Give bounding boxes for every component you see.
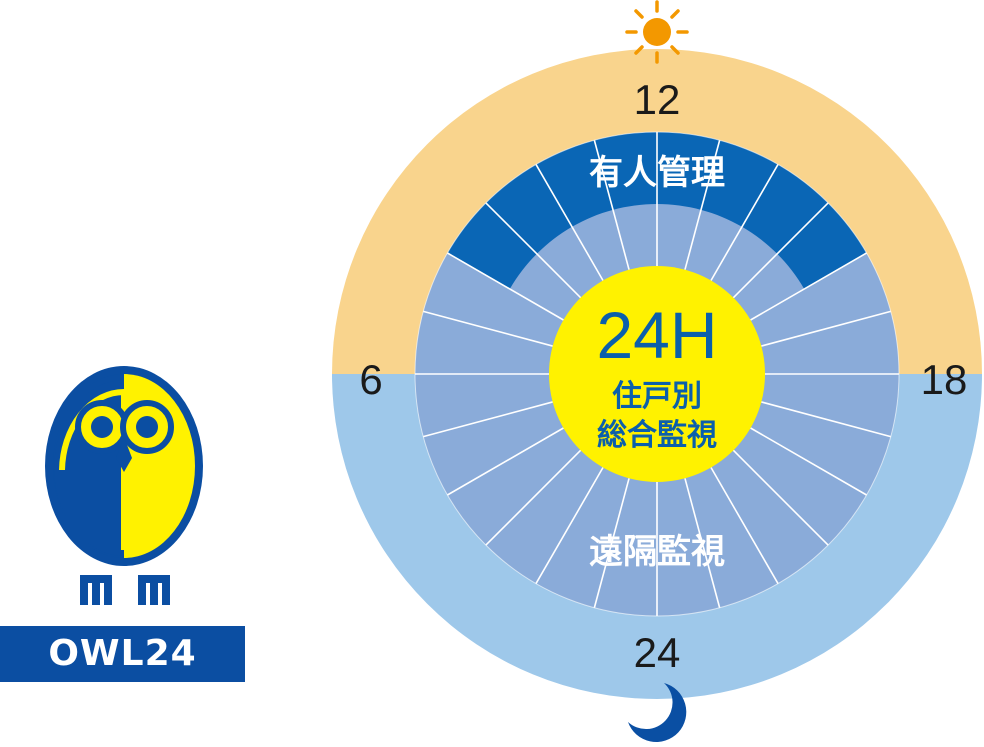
owl-icon [45, 366, 203, 605]
clock-18: 18 [921, 356, 968, 403]
segment-divider [485, 202, 582, 299]
moon-icon [628, 683, 687, 742]
center-title: 24H [596, 298, 717, 372]
center-subtitle-1: 住戸別 [612, 379, 702, 414]
segment-dividers [415, 132, 899, 616]
segment-divider [761, 401, 891, 438]
manned-label: 有人管理 [589, 153, 725, 193]
segment-divider [750, 427, 867, 496]
remote-label: 遠隔監視 [589, 532, 725, 572]
clock-6: 6 [359, 356, 382, 403]
manned-band [447, 131, 867, 289]
segment-divider [593, 478, 630, 608]
segment-divider [684, 478, 721, 608]
segment-divider [535, 164, 604, 281]
segment-divider [447, 252, 564, 321]
clock-12: 12 [634, 76, 681, 123]
segment-divider [750, 252, 867, 321]
segment-divider [761, 310, 891, 347]
segment-divider [423, 310, 553, 347]
center-circle [549, 266, 765, 482]
clock-24: 24 [634, 629, 681, 676]
segment-divider [732, 202, 829, 299]
brand-logo-text: OWL24 [0, 626, 245, 682]
segment-divider [732, 449, 829, 546]
segment-divider [710, 467, 779, 584]
segment-divider [710, 164, 779, 281]
segment-divider [447, 427, 564, 496]
segment-divider [423, 401, 553, 438]
center-subtitle-2: 総合監視 [597, 418, 717, 453]
sun-icon [625, 0, 689, 64]
segment-divider [485, 449, 582, 546]
segment-divider [593, 140, 630, 270]
segment-divider [684, 140, 721, 270]
segment-divider [535, 467, 604, 584]
